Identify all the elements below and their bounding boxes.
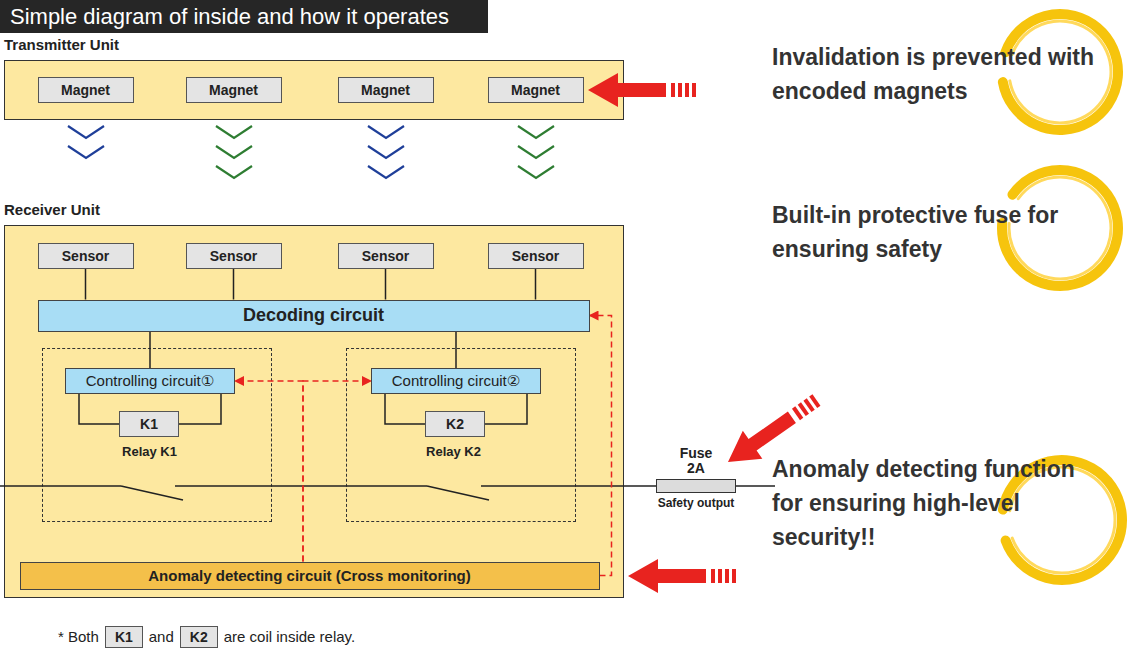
output-wire: [736, 485, 775, 487]
red-arrow: [588, 73, 696, 107]
node-text: Controlling circuit①: [86, 372, 215, 390]
sensor-box: Sensor: [38, 243, 134, 269]
title-text: Simple diagram of inside and how it oper…: [10, 4, 449, 29]
node-text: Decoding circuit: [243, 305, 384, 326]
node-text: Sensor: [210, 248, 257, 264]
node-text: K2: [190, 629, 208, 645]
field-chevron: [216, 126, 252, 138]
node-text: K1: [140, 416, 158, 432]
footnote: * Both K1 and K2 are coil inside relay.: [58, 626, 355, 648]
brush-circle: [1003, 460, 1122, 580]
magnet-box: Magnet: [488, 77, 584, 103]
output-wire: [481, 485, 656, 487]
title-bar: Simple diagram of inside and how it oper…: [0, 0, 488, 33]
output-wire: [175, 485, 427, 487]
signal-line: [79, 394, 119, 424]
node-text: Safety output: [658, 496, 735, 510]
coil-key: K2: [180, 626, 218, 648]
relay-wiring: [0, 394, 775, 500]
field-chevron: [518, 146, 554, 158]
sensor-box: Sensor: [338, 243, 434, 269]
field-chevron: [68, 126, 104, 138]
magnet-box: Magnet: [186, 77, 282, 103]
feature-callout: Built-in protective fuse for ensuring sa…: [772, 198, 1124, 266]
footnote-text: and: [149, 627, 174, 647]
node-text: Transmitter Unit: [4, 36, 119, 53]
brush-circle: [1009, 177, 1111, 279]
control-box: Controlling circuit①: [65, 368, 235, 394]
unit-housing: Receiver UnitSensorSensorSensorSensorDec…: [4, 225, 624, 598]
brush-circle: [1002, 170, 1118, 286]
node-text: Relay K1: [107, 444, 193, 459]
unit-housing: Transmitter UnitMagnetMagnetMagnetMagnet: [4, 60, 624, 120]
sensor-box: Sensor: [186, 243, 282, 269]
coil-lead: [485, 394, 527, 424]
field-chevron: [368, 166, 404, 178]
decoding-box: Decoding circuit: [38, 300, 590, 332]
relay-coil: K2: [425, 411, 485, 437]
node-text: Magnet: [209, 82, 258, 98]
node-text: Magnet: [361, 82, 410, 98]
field-chevron: [216, 146, 252, 158]
brush-circles: [1002, 14, 1122, 580]
node-text: Sensor: [362, 248, 409, 264]
node-text: Sensor: [62, 248, 109, 264]
output-wire: [0, 485, 121, 487]
red-arrow: [628, 559, 736, 593]
node-text: Controlling circuit②: [392, 372, 521, 390]
brush-circle: [1010, 467, 1115, 573]
field-chevron: [518, 166, 554, 178]
footnote-text: * Both: [58, 627, 99, 647]
node-text: Fuse 2A: [674, 446, 718, 476]
signal-line: [149, 332, 151, 369]
monitor-line: [235, 381, 303, 562]
relay-contact: [427, 486, 489, 500]
relay-group: Relay K2 Controlling circuit② K2: [346, 348, 576, 522]
magnet-box: Magnet: [38, 77, 134, 103]
fuse: Fuse 2A Safety output: [648, 446, 744, 510]
signal-line: [455, 332, 457, 369]
node-text: K1: [115, 629, 133, 645]
fuse-symbol: [656, 479, 736, 493]
node-text: Anomaly detecting circuit (Cross monitor…: [148, 567, 471, 584]
footnote-text: are coil inside relay.: [224, 627, 355, 647]
control-box: Controlling circuit②: [371, 368, 541, 394]
monitor-line: [590, 316, 612, 576]
relay-group: Relay K1 Controlling circuit① K1: [42, 348, 272, 522]
signal-line: [385, 269, 387, 300]
node-text: Magnet: [61, 82, 110, 98]
monitor-line: [303, 381, 371, 562]
feature-callout: Anomaly detecting function for ensuring …: [772, 452, 1092, 554]
coil-key: K1: [105, 626, 143, 648]
feature-callout: Invalidation is prevented with encoded m…: [772, 40, 1124, 108]
brush-circle: [1010, 21, 1111, 123]
signal-line: [535, 269, 537, 300]
node-text: K2: [446, 416, 464, 432]
magnetic-field-chevrons: [68, 126, 554, 178]
sensor-box: Sensor: [488, 243, 584, 269]
signal-line: [385, 394, 425, 424]
field-chevron: [216, 166, 252, 178]
node-text: Sensor: [512, 248, 559, 264]
node-text: Relay K2: [411, 444, 497, 459]
field-chevron: [368, 126, 404, 138]
anomaly-box: Anomaly detecting circuit (Cross monitor…: [20, 562, 600, 590]
relay-coil: K1: [119, 411, 179, 437]
magnet-box: Magnet: [338, 77, 434, 103]
field-chevron: [368, 146, 404, 158]
field-chevron: [68, 146, 104, 158]
signal-line: [233, 269, 235, 300]
field-chevron: [518, 126, 554, 138]
red-arrow: [718, 386, 826, 476]
coil-lead: [179, 394, 221, 424]
node-text: Receiver Unit: [4, 201, 100, 218]
relay-contact: [121, 486, 183, 500]
node-text: Magnet: [511, 82, 560, 98]
signal-line: [85, 269, 87, 300]
brush-circle: [1003, 14, 1118, 130]
